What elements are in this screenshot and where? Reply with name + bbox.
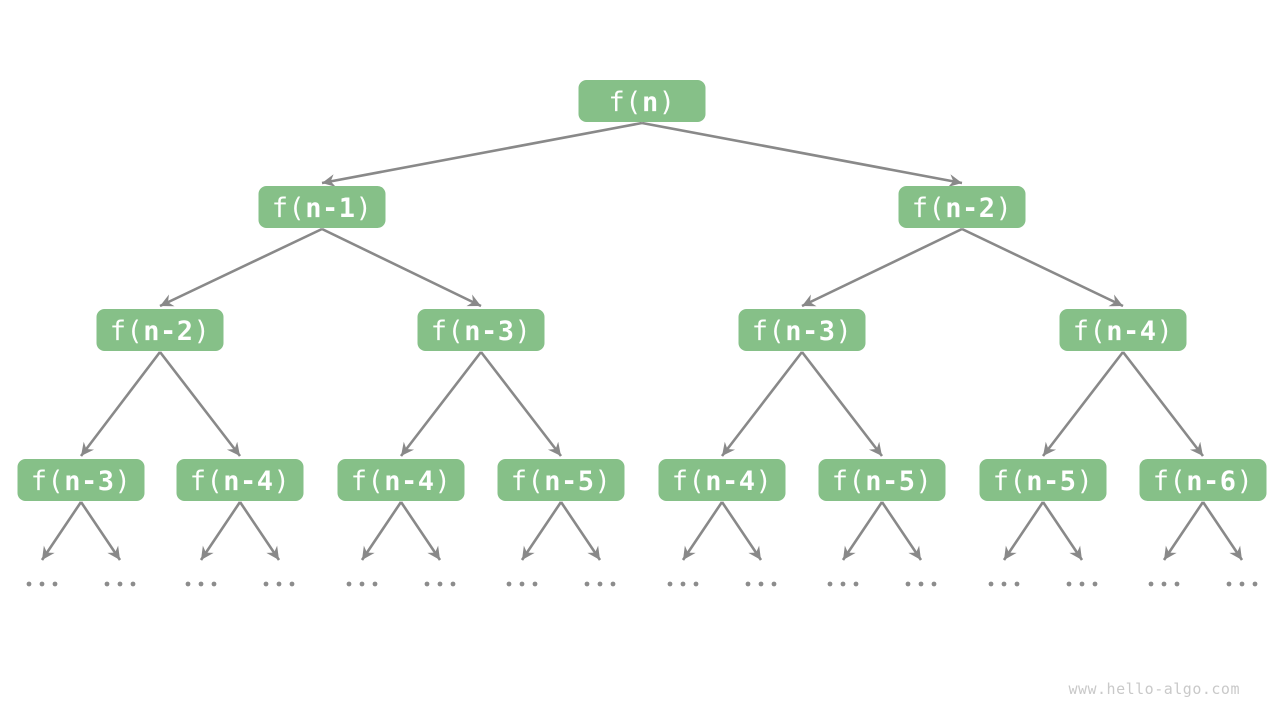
ellipsis bbox=[185, 581, 217, 587]
tree-node-box bbox=[979, 459, 1107, 501]
ellipsis bbox=[506, 581, 538, 587]
tree-node-n2b: f(n-3) bbox=[417, 309, 545, 351]
tree-node-box bbox=[738, 309, 866, 351]
tree-node-label: f(n-4) bbox=[672, 466, 773, 497]
edge-arrow bbox=[720, 351, 804, 457]
edge-arrow bbox=[801, 227, 963, 308]
ellipsis bbox=[104, 581, 136, 587]
ellipsis bbox=[1066, 581, 1098, 587]
edge-arrow bbox=[1121, 351, 1205, 457]
tree-node-n0: f(n) bbox=[578, 80, 706, 122]
tree-node-n1a: f(n-1) bbox=[258, 186, 386, 228]
tree-node-box bbox=[578, 80, 706, 122]
tree-node-n2a: f(n-2) bbox=[96, 309, 224, 351]
edge-arrow bbox=[559, 501, 602, 561]
tree-node-box bbox=[1059, 309, 1187, 351]
tree-node-label: f(n-4) bbox=[351, 466, 452, 497]
edge-arrow bbox=[79, 351, 162, 457]
ellipsis bbox=[584, 581, 616, 587]
tree-node-label: f(n) bbox=[608, 87, 675, 118]
edge-arrow bbox=[800, 351, 884, 457]
edge-arrow bbox=[321, 121, 643, 187]
tree-node-box bbox=[176, 459, 304, 501]
tree-node-n2d: f(n-4) bbox=[1059, 309, 1187, 351]
edge-arrow bbox=[360, 501, 403, 561]
ellipsis bbox=[1226, 581, 1258, 587]
edge-arrow bbox=[158, 351, 242, 457]
edge-arrow bbox=[159, 227, 323, 308]
edge-arrow bbox=[880, 501, 923, 561]
edge-arrow bbox=[399, 501, 442, 561]
edge-arrow bbox=[321, 227, 482, 308]
tree-node-box bbox=[17, 459, 145, 501]
ellipsis bbox=[745, 581, 777, 587]
ellipsis bbox=[827, 581, 859, 587]
tree-node-label: f(n-4) bbox=[1073, 316, 1174, 347]
edge-arrow bbox=[1041, 351, 1125, 457]
tree-node-box bbox=[1139, 459, 1267, 501]
edge-arrow bbox=[40, 501, 83, 561]
edge-arrow bbox=[641, 121, 963, 187]
edge-arrow bbox=[961, 227, 1124, 308]
edge-arrow bbox=[479, 351, 563, 457]
ellipsis bbox=[424, 581, 456, 587]
edge-arrow bbox=[1201, 501, 1244, 561]
tree-node-box bbox=[658, 459, 786, 501]
tree-node-n3c: f(n-4) bbox=[337, 459, 465, 501]
ellipsis bbox=[263, 581, 295, 587]
edge-arrow bbox=[520, 501, 563, 561]
tree-node-n1b: f(n-2) bbox=[898, 186, 1026, 228]
tree-node-box bbox=[417, 309, 545, 351]
tree-node-n2c: f(n-3) bbox=[738, 309, 866, 351]
tree-node-label: f(n-1) bbox=[272, 193, 373, 224]
tree-node-label: f(n-3) bbox=[31, 466, 132, 497]
edge-arrow bbox=[841, 501, 884, 561]
edge-arrow bbox=[1162, 501, 1205, 561]
ellipsis bbox=[905, 581, 937, 587]
tree-node-box bbox=[497, 459, 625, 501]
tree-node-label: f(n-6) bbox=[1153, 466, 1254, 497]
tree-node-n3f: f(n-5) bbox=[818, 459, 946, 501]
tree-node-box bbox=[337, 459, 465, 501]
ellipsis bbox=[988, 581, 1020, 587]
tree-node-label: f(n-2) bbox=[110, 316, 211, 347]
tree-node-n3b: f(n-4) bbox=[176, 459, 304, 501]
watermark: www.hello-algo.com bbox=[1068, 680, 1240, 698]
edge-arrow bbox=[238, 501, 281, 561]
ellipsis bbox=[667, 581, 699, 587]
tree-node-n3d: f(n-5) bbox=[497, 459, 625, 501]
tree-node-label: f(n-4) bbox=[190, 466, 291, 497]
tree-node-label: f(n-3) bbox=[431, 316, 532, 347]
tree-node-n3a: f(n-3) bbox=[17, 459, 145, 501]
edge-arrow bbox=[399, 351, 483, 457]
edge-arrow bbox=[199, 501, 242, 561]
ellipsis bbox=[1148, 581, 1180, 587]
tree-node-n3g: f(n-5) bbox=[979, 459, 1107, 501]
tree-node-label: f(n-2) bbox=[912, 193, 1013, 224]
edge-arrow bbox=[681, 501, 724, 561]
edge-arrow bbox=[1041, 501, 1084, 561]
ellipsis bbox=[26, 581, 58, 587]
tree-node-label: f(n-5) bbox=[511, 466, 612, 497]
tree-node-box bbox=[96, 309, 224, 351]
tree-node-label: f(n-5) bbox=[993, 466, 1094, 497]
edge-arrow bbox=[79, 501, 122, 561]
tree-node-box bbox=[818, 459, 946, 501]
edge-arrow bbox=[720, 501, 763, 561]
tree-node-n3h: f(n-6) bbox=[1139, 459, 1267, 501]
tree-node-label: f(n-3) bbox=[752, 316, 853, 347]
ellipsis bbox=[346, 581, 378, 587]
tree-node-box bbox=[258, 186, 386, 228]
tree-node-label: f(n-5) bbox=[832, 466, 933, 497]
tree-node-box bbox=[898, 186, 1026, 228]
edge-arrow bbox=[1002, 501, 1045, 561]
tree-node-n3e: f(n-4) bbox=[658, 459, 786, 501]
